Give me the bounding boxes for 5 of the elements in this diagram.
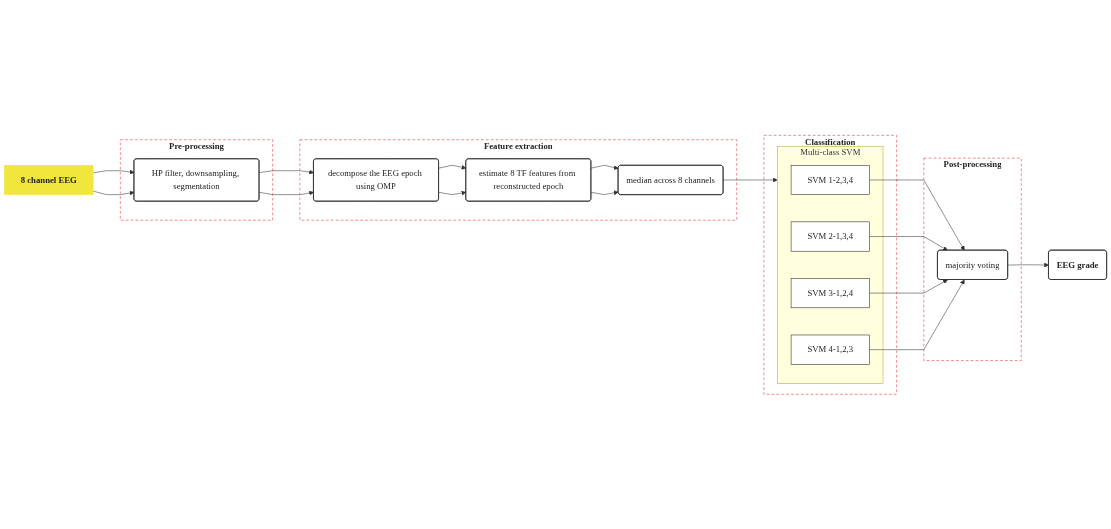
node-box: 8 channel EEG xyxy=(4,164,94,195)
node-box: SVM 4-1,2,3 xyxy=(790,334,870,365)
node-box: SVM 2-1,3,4 xyxy=(790,221,870,252)
node-box: SVM 1-2,3,4 xyxy=(790,164,870,195)
node-box: SVM 3-1,2,4 xyxy=(790,277,870,308)
